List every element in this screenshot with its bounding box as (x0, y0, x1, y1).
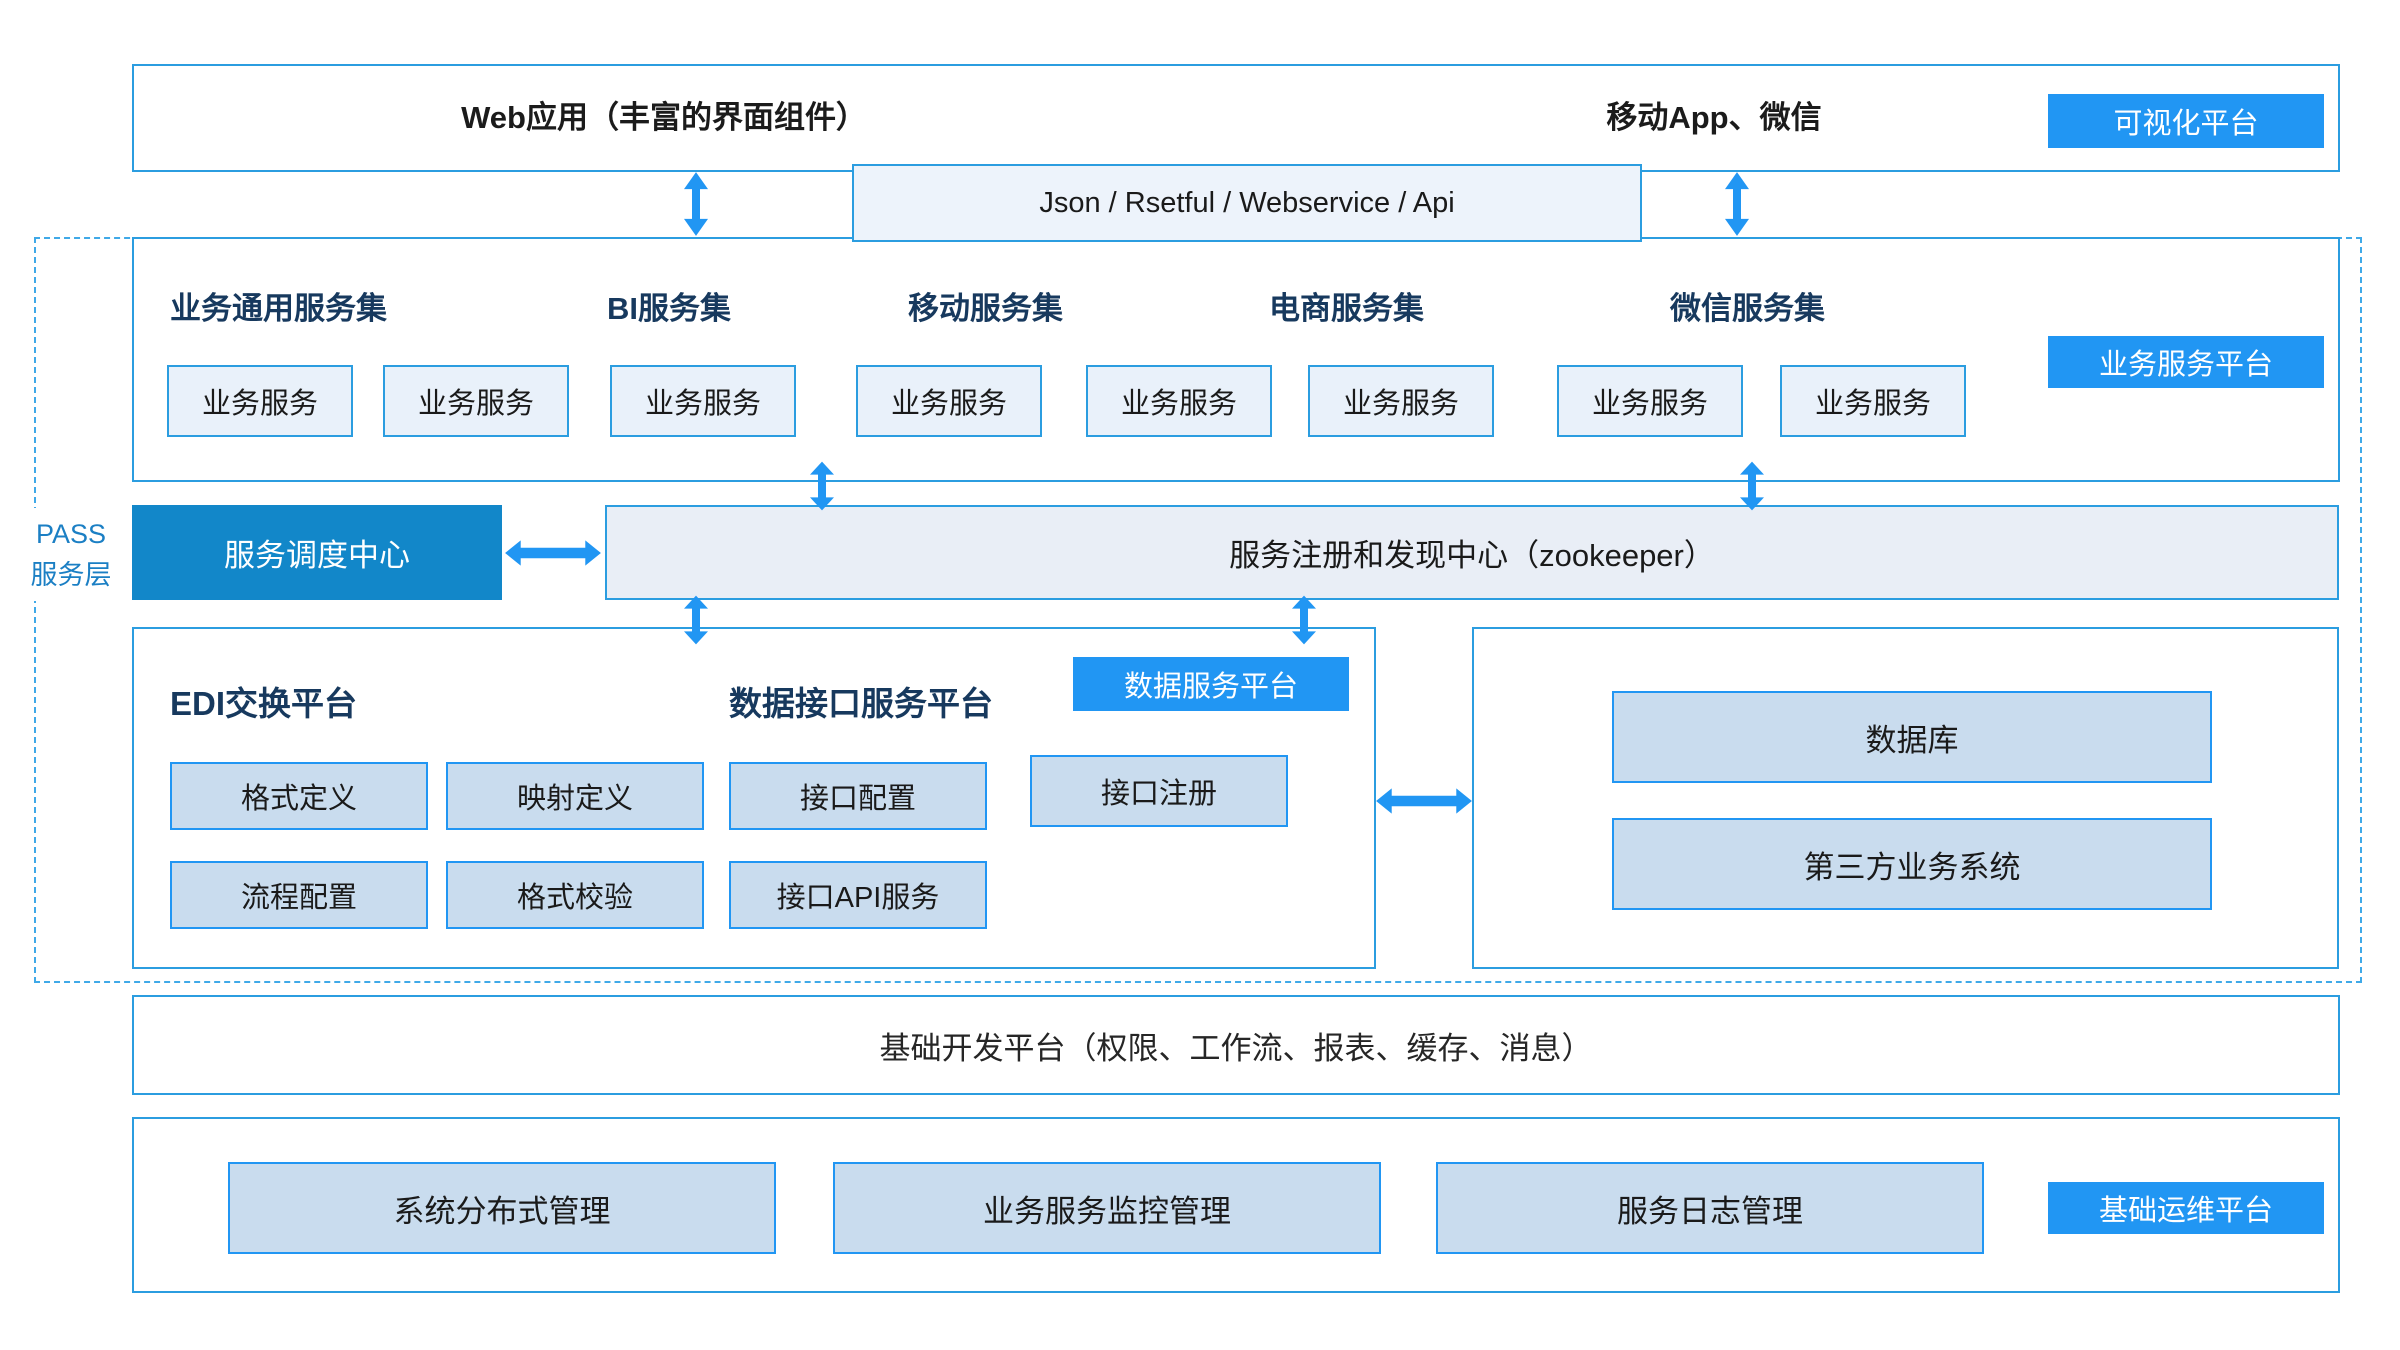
edi-feature-boxes: 格式定义映射定义接口配置接口注册流程配置格式校验接口API服务 (134, 629, 1374, 967)
double-arrow-platform-to-registry-left (810, 461, 834, 511)
double-arrow-registry-to-edi (684, 595, 708, 645)
pass-layer-label: PASS 服务层 (10, 508, 132, 601)
ops-feature-box: 业务服务监控管理 (833, 1162, 1381, 1254)
base-ops-platform-box: 系统分布式管理业务服务监控管理服务日志管理 基础运维平台 (132, 1117, 2340, 1293)
external-systems-box: 数据库第三方业务系统 (1472, 627, 2339, 969)
double-arrow-web-to-platform (684, 172, 708, 236)
pass-layer-label-line1: PASS (35, 519, 107, 549)
service-set-title: 业务通用服务集 (170, 291, 387, 326)
api-protocol-bar: Json / Rsetful / Webservice / Api (852, 164, 1642, 242)
edi-platform-title: EDI交换平台 (170, 685, 358, 722)
mobile-app-label: 移动App、微信 (1606, 100, 1822, 135)
data-service-platform-box: EDI交换平台 数据接口服务平台 数据服务平台 格式定义映射定义接口配置接口注册… (132, 627, 1376, 969)
double-arrow-edi-to-external (1376, 788, 1472, 814)
edi-feature-box: 格式定义 (170, 762, 428, 830)
double-arrow-registry-to-data (1292, 595, 1316, 645)
external-system-box: 数据库 (1612, 691, 2212, 783)
client-layer-box: Web应用（丰富的界面组件） 移动App、微信 可视化平台 (132, 64, 2340, 172)
service-set-title: 电商服务集 (1269, 291, 1424, 326)
visualization-platform-badge: 可视化平台 (2048, 94, 2324, 148)
edi-feature-box: 接口API服务 (729, 861, 987, 929)
base-ops-platform-badge: 基础运维平台 (2048, 1182, 2324, 1234)
edi-feature-box: 接口注册 (1030, 755, 1288, 827)
edi-feature-box: 流程配置 (170, 861, 428, 929)
service-box: 业务服务 (1557, 365, 1743, 437)
service-box: 业务服务 (1308, 365, 1494, 437)
edi-feature-box: 映射定义 (446, 762, 704, 830)
service-dispatch-center-box: 服务调度中心 (132, 505, 502, 600)
pass-layer-label-line2: 服务层 (30, 559, 112, 590)
service-box: 业务服务 (610, 365, 796, 437)
service-box: 业务服务 (856, 365, 1042, 437)
external-system-box: 第三方业务系统 (1612, 818, 2212, 910)
business-service-platform-badge: 业务服务平台 (2048, 336, 2324, 388)
edi-feature-box: 格式校验 (446, 861, 704, 929)
service-box: 业务服务 (1086, 365, 1272, 437)
double-arrow-mobile-to-platform (1725, 172, 1749, 236)
ops-feature-boxes: 系统分布式管理业务服务监控管理服务日志管理 (134, 1119, 2338, 1291)
ops-feature-box: 服务日志管理 (1436, 1162, 1984, 1254)
external-system-boxes: 数据库第三方业务系统 (1474, 629, 2337, 967)
web-app-label: Web应用（丰富的界面组件） (461, 100, 867, 135)
service-box: 业务服务 (1780, 365, 1966, 437)
service-set-titles: 业务通用服务集 BI服务集 移动服务集 电商服务集 微信服务集 (134, 239, 2338, 480)
service-set-title: 移动服务集 (908, 291, 1063, 326)
service-box: 业务服务 (383, 365, 569, 437)
edi-feature-box: 接口配置 (729, 762, 987, 830)
service-set-title: 微信服务集 (1670, 291, 1825, 326)
base-dev-platform-box: 基础开发平台（权限、工作流、报表、缓存、消息） (132, 995, 2340, 1095)
double-arrow-platform-to-registry-right (1740, 461, 1764, 511)
service-box: 业务服务 (167, 365, 353, 437)
service-set-title: BI服务集 (607, 291, 731, 326)
data-service-platform-badge: 数据服务平台 (1073, 657, 1349, 711)
data-interface-platform-title: 数据接口服务平台 (729, 685, 993, 722)
service-registry-zookeeper-box: 服务注册和发现中心（zookeeper） (605, 505, 2339, 600)
double-arrow-dispatch-to-registry (505, 540, 601, 566)
service-boxes: 业务服务业务服务业务服务业务服务业务服务业务服务业务服务业务服务 (134, 239, 2338, 480)
ops-feature-box: 系统分布式管理 (228, 1162, 776, 1254)
